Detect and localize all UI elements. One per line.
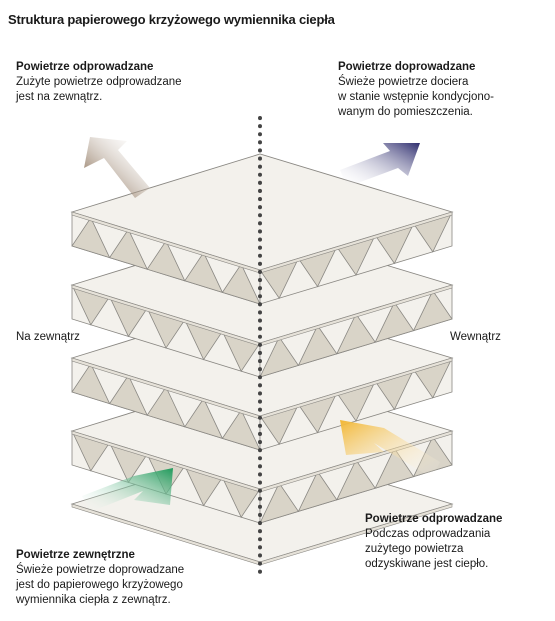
flute (336, 313, 376, 355)
exhaust-out-heading: Powietrze odprowadzane (16, 61, 154, 73)
supply-in-line: Świeże powietrze dociera (338, 76, 469, 88)
exhaust-out-arrow (84, 137, 150, 198)
flute (221, 409, 261, 451)
flute (259, 336, 300, 378)
outdoor-air-arrow (82, 468, 173, 512)
supply-in-heading: Powietrze doprowadzane (338, 61, 476, 73)
supply-in-arrow (340, 143, 420, 187)
outdoor-air-line: jest do papierowego krzyżowego (16, 579, 183, 591)
exhaust-in-heading: Powietrze odprowadzane (365, 513, 503, 525)
flute (221, 263, 261, 305)
flute (184, 251, 224, 294)
flute (146, 386, 186, 428)
plate-stack (70, 153, 454, 566)
outside-label: Na zewnątrz (16, 331, 80, 343)
flute (71, 362, 111, 405)
outdoor-air-text: Powietrze zewnętrzne Świeże powietrze do… (16, 548, 184, 608)
flute (297, 470, 338, 513)
exhaust-out-text: Powietrze odprowadzane Zużyte powietrze … (16, 60, 182, 105)
flute (71, 216, 111, 259)
flute (259, 482, 300, 524)
exhaust-in-line: Podczas odprowadzania (365, 528, 491, 540)
diagram-title: Struktura papierowego krzyżowego wymienn… (8, 12, 335, 27)
outdoor-air-line: wymiennika ciepła z zewnątrz. (16, 594, 171, 606)
flute (374, 447, 415, 489)
supply-in-text: Powietrze doprowadzane Świeże powietrze … (338, 60, 494, 120)
exhaust-in-text: Powietrze odprowadzane Podczas odprowadz… (365, 512, 502, 572)
exhaust-in-line: zużytego powietrza (365, 543, 464, 555)
flute (297, 324, 338, 367)
flute (336, 459, 376, 501)
flute (374, 301, 415, 343)
exhaust-in-line: odzyskiwane jest ciepło. (365, 558, 489, 570)
exhaust-out-line: Zużyte powietrze odprowadzane (16, 76, 182, 88)
flute (108, 374, 148, 416)
supply-in-line: w stanie wstępnie kondycjono- (338, 91, 494, 103)
exhaust-in-arrow (340, 420, 440, 478)
exhaust-out-line: jest na zewnątrz. (16, 91, 103, 103)
flute (146, 240, 186, 282)
flute (108, 228, 148, 270)
flute (184, 397, 224, 440)
flute (412, 290, 453, 332)
inside-label: Wewnątrz (450, 331, 501, 343)
outdoor-air-line: Świeże powietrze doprowadzane (16, 564, 185, 576)
outdoor-air-heading: Powietrze zewnętrzne (16, 549, 135, 561)
supply-in-line: wanym do pomieszczenia. (338, 106, 473, 118)
